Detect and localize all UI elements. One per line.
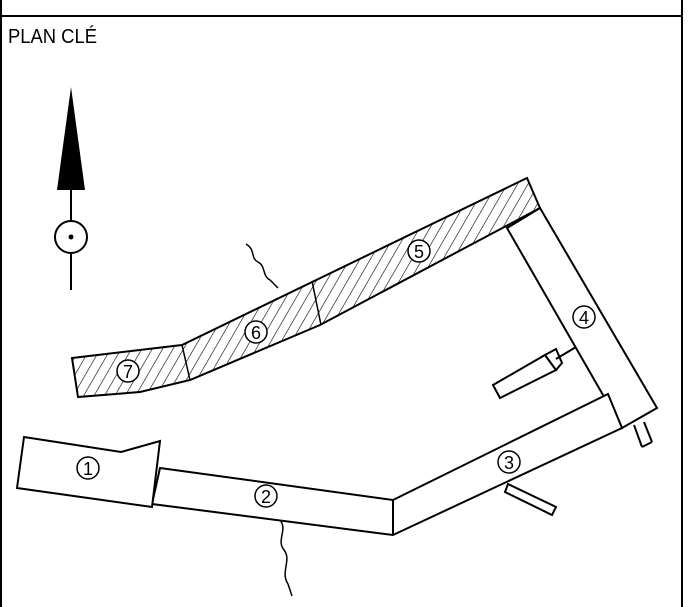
section-marker-6: 6	[244, 320, 268, 344]
section-marker-7: 7	[116, 359, 140, 383]
lower-wing	[15, 392, 624, 537]
svg-text:7: 7	[123, 362, 133, 382]
break-line-lower	[279, 519, 293, 597]
svg-text:3: 3	[504, 453, 514, 473]
svg-text:6: 6	[251, 323, 261, 343]
break-line-upper	[245, 243, 279, 289]
svg-text:5: 5	[414, 242, 424, 262]
north-arrow-icon	[54, 87, 88, 290]
plan-title: PLAN CLÉ	[8, 26, 97, 48]
svg-text:1: 1	[83, 459, 93, 479]
section-marker-5: 5	[407, 239, 431, 263]
svg-text:2: 2	[261, 487, 271, 507]
hatched-wing	[70, 176, 542, 399]
svg-text:4: 4	[579, 308, 589, 328]
section-marker-3: 3	[497, 450, 521, 474]
section-marker-1: 1	[76, 456, 100, 480]
section-marker-4: 4	[572, 305, 596, 329]
section-marker-2: 2	[254, 484, 278, 508]
